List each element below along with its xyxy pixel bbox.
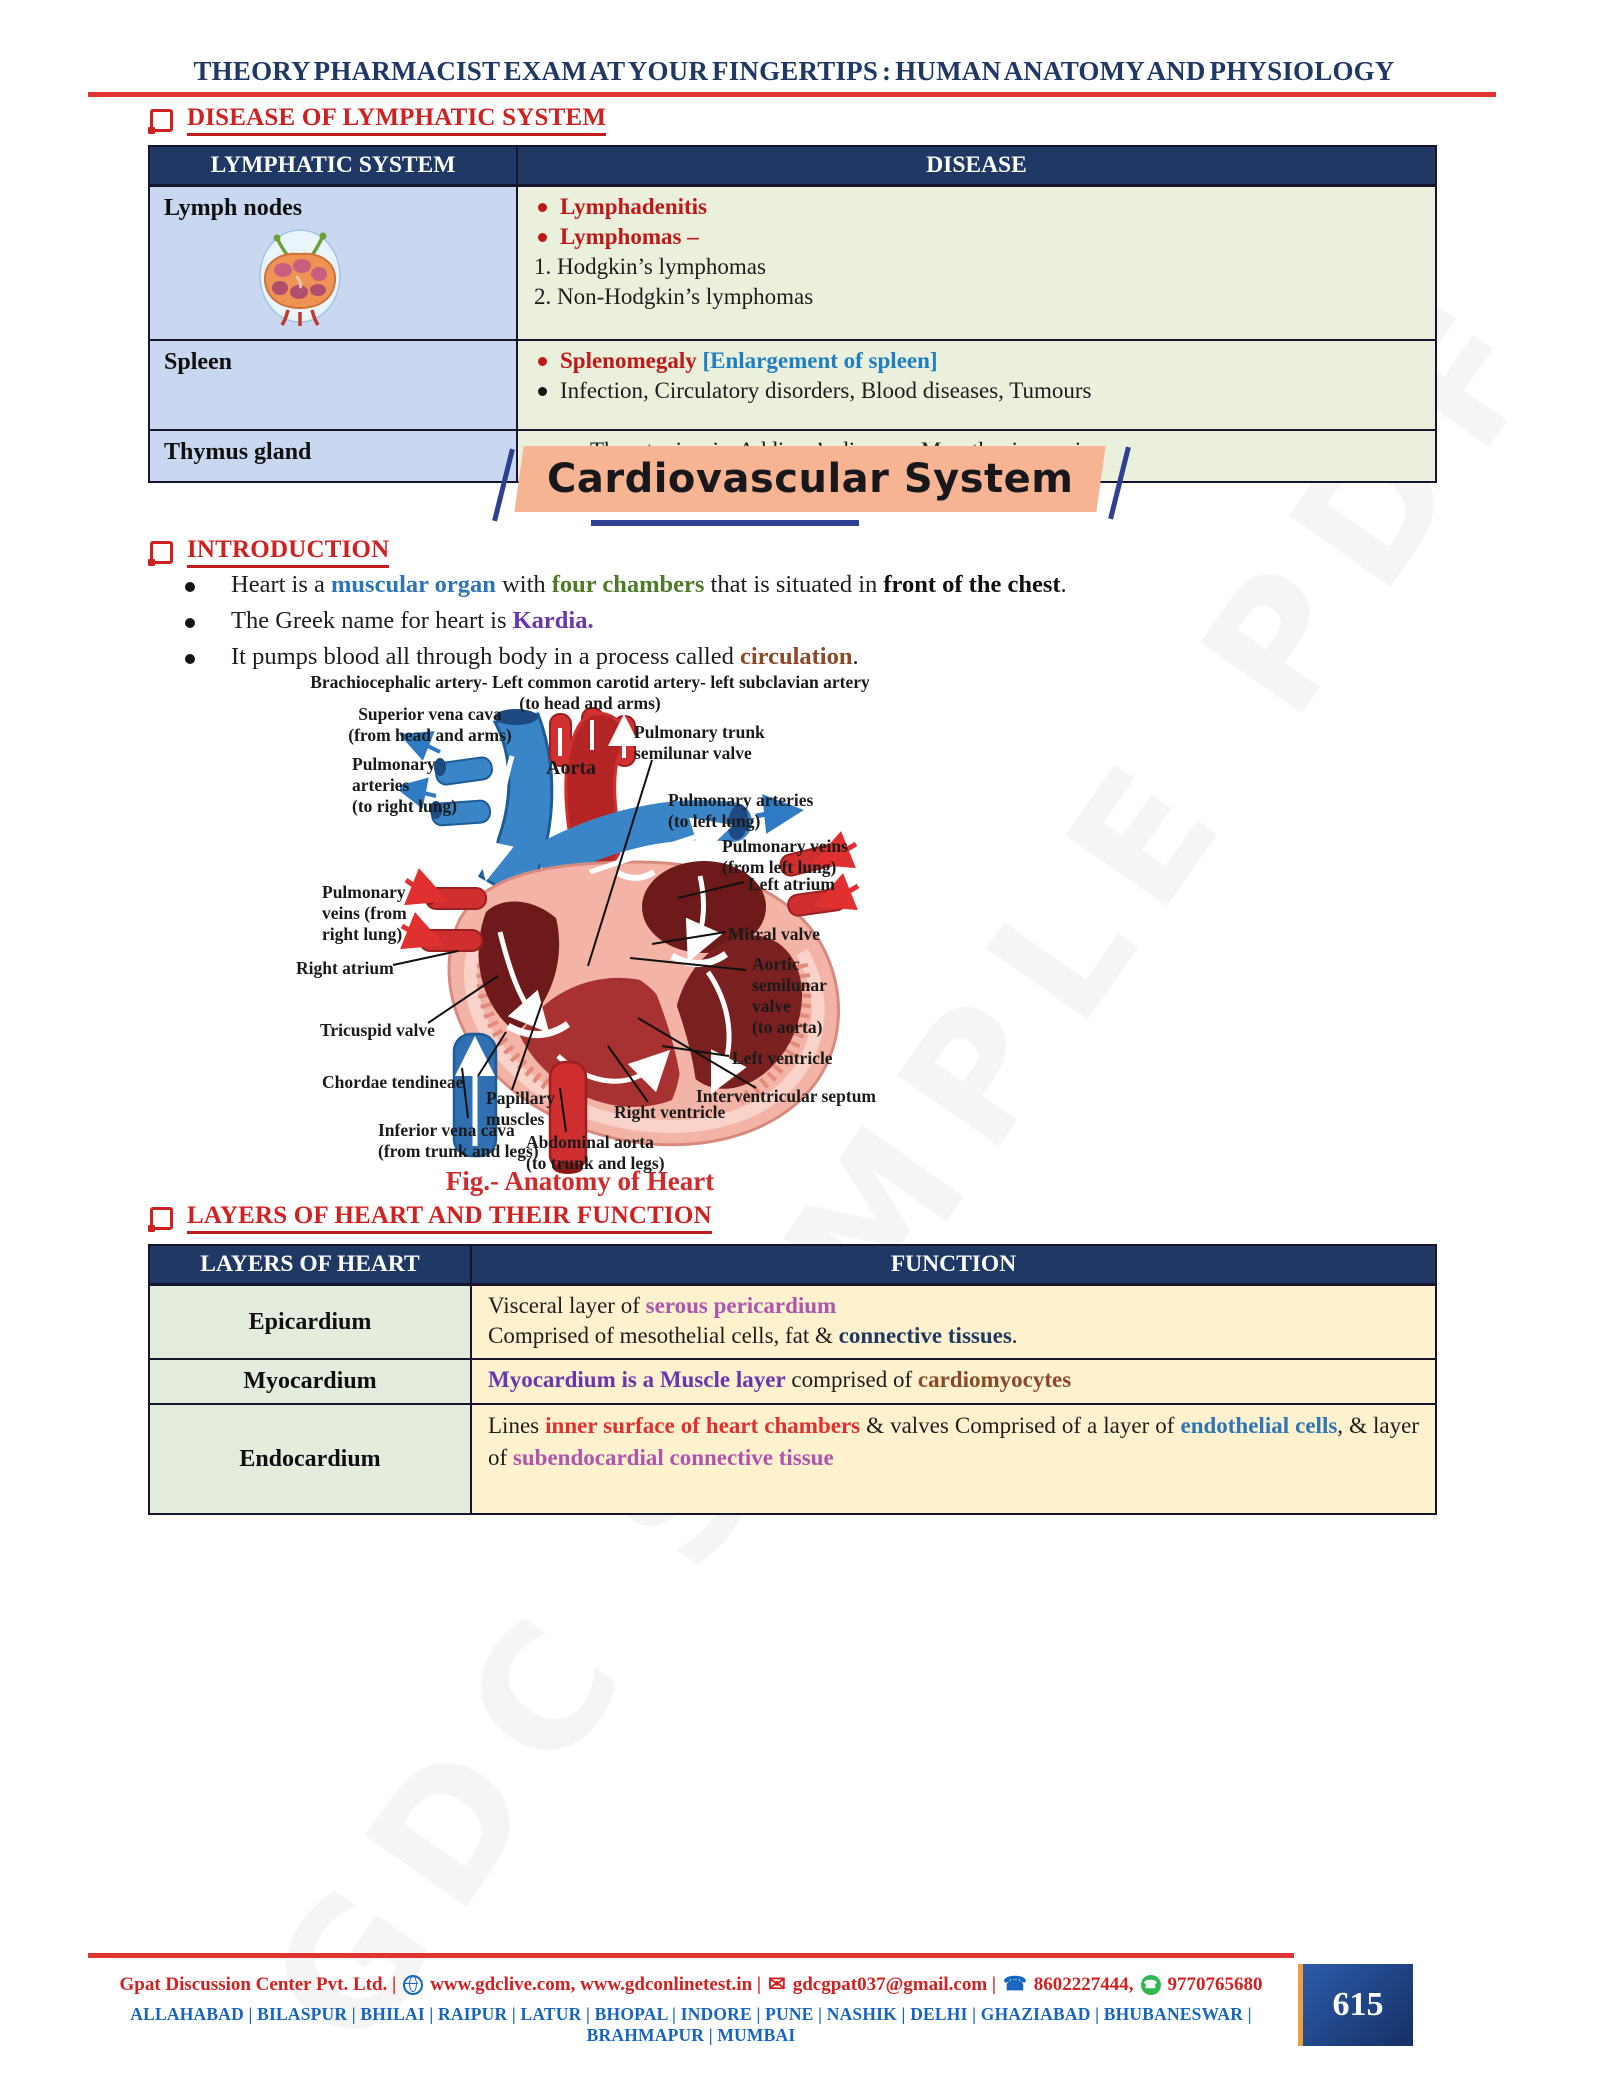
function-cell: Visceral layer of serous pericardium Com… <box>470 1283 1437 1360</box>
label-chordae-tendineae: Chordae tendineae <box>322 1072 464 1092</box>
page-number-badge: 615 <box>1298 1964 1413 2046</box>
organ-cell: Thymus gland <box>148 429 518 483</box>
footer-websites: www.gdclive.com, www.gdconlinetest.in | <box>430 1973 762 1995</box>
header-divider <box>88 92 1496 97</box>
footer-company: Gpat Discussion Center Pvt. Ltd. | <box>119 1973 397 1995</box>
organ-name: Thymus gland <box>164 439 312 465</box>
table-row-myocardium: Myocardium Myocardium is a Muscle layer … <box>148 1358 1437 1405</box>
label-pulmonary-arteries-left: Pulmonary arteries (to left lung) <box>668 790 814 831</box>
label-brachiocephalic-artery: Brachiocephalic artery- Left common caro… <box>310 672 870 713</box>
disease-line: Infection, Circulatory disorders, Blood … <box>534 376 1419 406</box>
banner-slash-left <box>492 448 515 522</box>
checkbox-icon <box>148 540 173 566</box>
checkbox-icon <box>148 1206 173 1232</box>
organ-name: Spleen <box>164 349 233 375</box>
label-left-atrium: Left atrium <box>748 874 835 894</box>
label-abdominal-aorta: Abdominal aorta (to trunk and legs) <box>526 1132 665 1173</box>
table-row-spleen: Spleen Splenomegaly [Enlargement of sple… <box>148 339 1437 431</box>
function-line: Myocardium is a Muscle layer comprised o… <box>488 1367 1072 1392</box>
organ-cell: Lymph nodes <box>148 184 518 341</box>
footer-divider <box>88 1953 1294 1958</box>
organ-cell: Spleen <box>148 339 518 431</box>
footer-cities: ALLAHABAD | BILASPUR | BHILAI | RAIPUR |… <box>130 2004 1252 2045</box>
disease-cell: Lymphadenitis Lymphomas – 1. Hodgkin’s l… <box>516 184 1437 341</box>
page-header-title: THEORY PHARMACIST EXAM AT YOUR FINGERTIP… <box>193 56 1395 86</box>
banner-background: Cardiovascular System <box>514 446 1106 512</box>
function-line: Visceral layer of serous pericardium <box>488 1293 837 1318</box>
lymph-node-illustration <box>252 226 502 331</box>
label-right-ventricle: Right ventricle <box>614 1102 726 1122</box>
intro-bullet: The Greek name for heart is Kardia. <box>185 606 1465 636</box>
layer-cell: Myocardium <box>148 1358 472 1405</box>
label-aorta: Aorta <box>546 757 596 779</box>
globe-icon <box>403 1974 424 1995</box>
heart-anatomy-figure: Brachiocephalic artery- Left common caro… <box>0 668 1600 1180</box>
column-header-lymphatic-system: LYMPHATIC SYSTEM <box>148 145 518 187</box>
mail-icon <box>768 1972 786 1997</box>
column-header-function: FUNCTION <box>470 1244 1437 1286</box>
table-header-row: LYMPHATIC SYSTEM DISEASE <box>148 145 1437 187</box>
disease-line: Lymphomas – <box>534 222 1419 252</box>
function-line: Comprised of mesothelial cells, fat & co… <box>488 1323 1018 1348</box>
disease-line: 1. Hodgkin’s lymphomas <box>534 254 766 279</box>
label-tricuspid-valve: Tricuspid valve <box>320 1020 435 1040</box>
footer-phone: 8602227444, <box>1033 1973 1134 1995</box>
phone-icon <box>1003 1973 1027 1996</box>
disease-cell: Splenomegaly [Enlargement of spleen] Inf… <box>516 339 1437 431</box>
label-interventricular-septum: Interventricular septum <box>696 1086 876 1106</box>
cardio-banner: Cardiovascular System <box>492 444 1135 534</box>
column-header-layers: LAYERS OF HEART <box>148 1244 472 1286</box>
footer-whatsapp: 9770765680 <box>1167 1973 1263 1995</box>
layer-cell: Epicardium <box>148 1283 472 1360</box>
footer-email: gdcgpat037@gmail.com | <box>792 1973 997 1995</box>
section-heading-layers: LAYERS OF HEART AND THEIR FUNCTION <box>148 1202 712 1234</box>
disease-line: Splenomegaly [Enlargement of spleen] <box>534 346 1419 376</box>
organ-name: Lymph nodes <box>164 195 303 221</box>
section-heading-introduction: INTRODUCTION <box>148 536 390 568</box>
whatsapp-icon <box>1140 1974 1161 1995</box>
disease-line: Lymphadenitis <box>534 192 1419 222</box>
table-row-epicardium: Epicardium Visceral layer of serous peri… <box>148 1283 1437 1360</box>
layer-name: Myocardium <box>243 1368 377 1394</box>
section-heading-lymphatic: DISEASE OF LYMPHATIC SYSTEM <box>148 104 607 136</box>
section-heading-text: INTRODUCTION <box>187 536 390 568</box>
heart-illustration <box>400 707 860 1174</box>
layer-name: Epicardium <box>248 1308 372 1335</box>
section-heading-text: DISEASE OF LYMPHATIC SYSTEM <box>187 104 607 136</box>
label-right-atrium: Right atrium <box>296 958 394 978</box>
label-pulmonary-veins-right: Pulmonary veins (from right lung) <box>322 882 407 944</box>
label-pulmonary-arteries-right: Pulmonary arteries (to right lung) <box>352 754 457 816</box>
banner-title: Cardiovascular System <box>546 456 1074 502</box>
label-mitral-valve: Mitral valve <box>728 924 820 944</box>
label-left-ventricle: Left ventricle <box>732 1048 833 1068</box>
column-header-disease: DISEASE <box>516 145 1437 187</box>
function-line: Lines inner surface of heart chambers & … <box>488 1413 1419 1470</box>
disease-line: 2. Non-Hodgkin’s lymphomas <box>534 284 814 309</box>
lymphatic-disease-table: LYMPHATIC SYSTEM DISEASE Lymph nodes <box>148 145 1437 483</box>
intro-bullet: Heart is a muscular organ with four cham… <box>185 570 1465 600</box>
banner-slash-right <box>1108 446 1131 520</box>
label-aortic-semilunar-valve: Aortic semilunar valve (to aorta) <box>752 954 827 1037</box>
checkbox-icon <box>148 108 173 134</box>
section-heading-text: LAYERS OF HEART AND THEIR FUNCTION <box>187 1202 712 1234</box>
layers-function-table: LAYERS OF HEART FUNCTION Epicardium Visc… <box>148 1244 1437 1515</box>
label-superior-vena-cava: Superior vena cava (from head and arms) <box>348 704 512 745</box>
table-row-endocardium: Endocardium Lines inner surface of heart… <box>148 1403 1437 1515</box>
label-pulmonary-veins-left: Pulmonary veins (from left lung) <box>722 836 848 877</box>
function-cell: Lines inner surface of heart chambers & … <box>470 1403 1437 1515</box>
label-pulmonary-trunk-valve: Pulmonary trunk semilunar valve <box>634 722 765 763</box>
layer-name: Endocardium <box>239 1445 381 1472</box>
footer-contact: Gpat Discussion Center Pvt. Ltd. | www.g… <box>88 1972 1294 1997</box>
function-cell: Myocardium is a Muscle layer comprised o… <box>470 1358 1437 1405</box>
label-inferior-vena-cava: Inferior vena cava (from trunk and legs) <box>378 1120 539 1161</box>
label-papillary-muscles: Papillary muscles <box>486 1088 556 1129</box>
layer-cell: Endocardium <box>148 1403 472 1515</box>
connector-lines <box>392 759 757 1133</box>
intro-bullet: It pumps blood all through body in a pro… <box>185 642 1465 672</box>
banner-underline <box>591 520 859 526</box>
table-row-lymph-nodes: Lymph nodes <box>148 184 1437 341</box>
table-header-row: LAYERS OF HEART FUNCTION <box>148 1244 1437 1286</box>
